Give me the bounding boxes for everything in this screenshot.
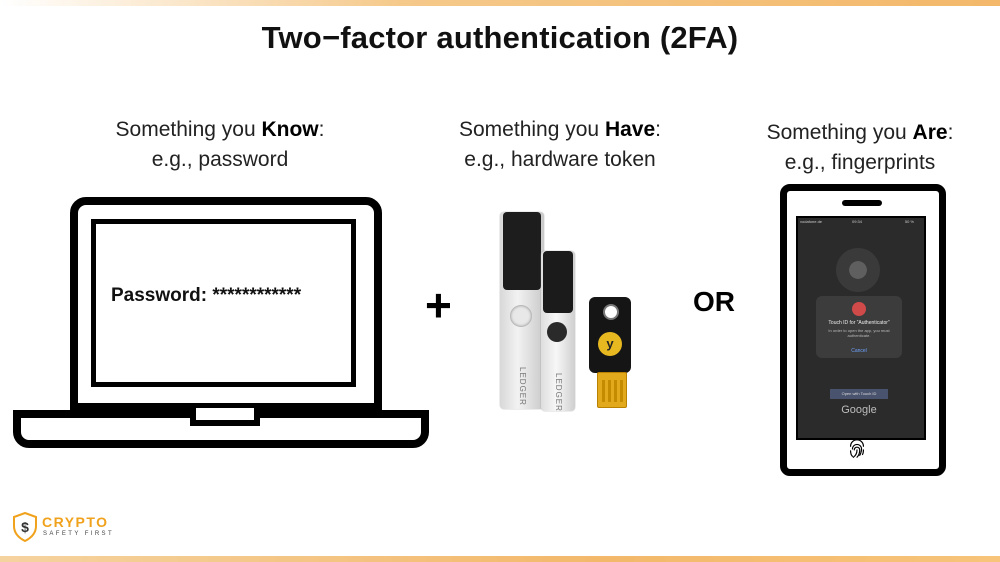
status-time: 09:34 [852, 219, 863, 224]
svg-text:$: $ [21, 519, 29, 535]
factor-are-example: e.g., fingerprints [784, 151, 936, 174]
factor-have-lead: Something you [459, 118, 605, 141]
authenticator-logo-icon [836, 248, 880, 292]
ledger-nano-x-cover [503, 212, 541, 290]
factor-have-colon: : [655, 118, 661, 141]
factor-are-lead: Something you [766, 121, 913, 144]
phone-status-bar: vodafone.de 09:34 50 % [800, 219, 920, 224]
status-carrier: vodafone.de [800, 219, 823, 224]
status-battery: 50 % [904, 219, 914, 224]
brand-tagline: SAFETY FIRST [43, 531, 115, 537]
usb-contact [608, 380, 611, 402]
laptop-screen [91, 219, 356, 387]
page-title: Two−factor authentication (2FA) [261, 20, 739, 55]
ledger-nano-x-button [510, 305, 532, 327]
brand-name: CRYPTO [42, 514, 109, 530]
shield-dollar-icon: $ [13, 512, 37, 542]
open-with-touch-id-button[interactable]: Open with Touch ID [830, 389, 888, 399]
bottom-accent-bar [0, 556, 1000, 562]
password-text: Password: ************ [111, 285, 302, 306]
yubikey-logo-icon: y [598, 332, 622, 356]
touch-id-body: In order to open the app, you must authe… [828, 328, 890, 338]
factor-know-example: e.g., password [151, 148, 289, 171]
ledger-nano-s-cover [543, 251, 573, 313]
factor-have-keyword: Have [604, 118, 656, 141]
factor-are-colon: : [947, 121, 954, 144]
phone-speaker [842, 200, 882, 206]
top-accent-bar [0, 0, 1000, 6]
factor-know-colon: : [318, 118, 325, 141]
factor-are-caption: Something you Are: e.g., fingerprints [700, 118, 1000, 178]
fingerprint-icon [849, 439, 865, 458]
factor-have-caption: Something you Have: e.g., hardware token [400, 115, 720, 175]
ledger-nano-s-button [547, 322, 567, 342]
factor-know-keyword: Know [261, 118, 319, 141]
ledger-nano-x-label: LEDGER [518, 367, 527, 406]
ledger-nano-s-label: LEDGER [554, 373, 563, 412]
factor-know-lead: Something you [115, 118, 262, 141]
or-operator: OR [693, 286, 735, 317]
plus-operator: + [425, 279, 452, 331]
factor-are-keyword: Are [912, 121, 948, 144]
usb-contact [602, 380, 605, 402]
usb-contact [620, 380, 623, 402]
cancel-button[interactable]: Cancel [851, 348, 867, 354]
factor-have-example: e.g., hardware token [464, 148, 656, 171]
usb-contact [614, 380, 617, 402]
google-wordmark: Google [841, 404, 877, 416]
touch-id-title: Touch ID for “Authenticator” [828, 320, 890, 326]
yubikey-ring [603, 304, 619, 320]
fingerprint-icon [852, 302, 866, 316]
laptop-notch [190, 408, 260, 426]
factor-know-caption: Something you Know: e.g., password [60, 115, 380, 175]
